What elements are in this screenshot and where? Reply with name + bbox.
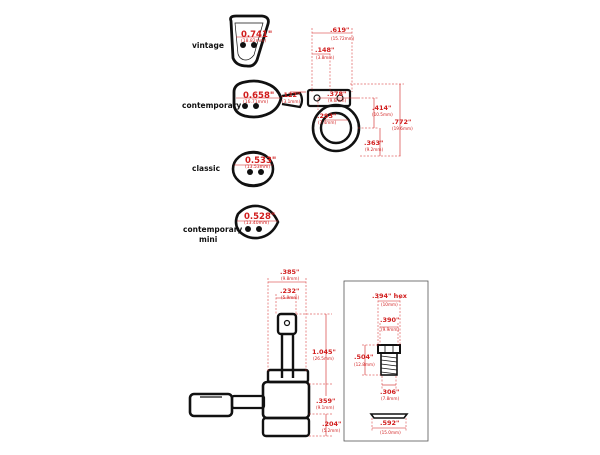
dim-1045: 1.045" — [312, 348, 336, 356]
top-view-dimension-lines — [290, 28, 404, 157]
mini-hole-right — [256, 226, 262, 232]
dim-385: .385" — [280, 268, 299, 276]
dim-293: .293" — [317, 112, 336, 120]
vintage-label: vintage — [192, 41, 224, 50]
dim-592-mm: (15.0mm) — [380, 430, 401, 435]
contemporary-hole-right — [253, 103, 259, 109]
classic-label: classic — [192, 164, 220, 173]
dim-385-mm: (9.8mm) — [281, 276, 299, 281]
contemporary-hole-left — [242, 103, 248, 109]
dim-378: .378" — [327, 90, 346, 98]
mini-hole-left — [245, 226, 251, 232]
dim-378-mm: (9.6mm) — [328, 98, 346, 103]
contemporary-mini-label-line1: contemporary — [183, 225, 242, 234]
mini-width-mm: (13.40mm) — [244, 220, 269, 226]
dim-619-mm: (15.72mm) — [331, 36, 355, 41]
contemporary-mini-button-outline — [234, 204, 280, 240]
dim-122: .122" — [281, 91, 300, 99]
classic-hole-left — [247, 169, 253, 175]
vintage-width-dim: 0.741" — [241, 30, 272, 40]
dim-359: .359" — [316, 397, 335, 405]
contemporary-mini-label-line2: mini — [199, 235, 217, 244]
dim-414: .414" — [372, 104, 391, 112]
dim-359-mm: (9.1mm) — [316, 405, 334, 410]
vintage-hole-left — [240, 42, 246, 48]
contemporary-width-dim: 0.658" — [243, 91, 274, 101]
dim-363-mm: (9.2mm) — [365, 147, 383, 152]
dim-394-mm: (10mm) — [381, 302, 398, 307]
contemporary-button-outline — [232, 79, 283, 119]
tuner-side-view — [188, 312, 311, 438]
dim-204: .204" — [322, 420, 341, 428]
classic-width-mm: (13.53mm) — [245, 164, 270, 170]
dim-293-mm: (7.4mm) — [318, 120, 336, 125]
dim-394-hex: .394" hex — [372, 292, 408, 300]
dim-148: .148" — [315, 46, 334, 54]
dim-306-mm: (7.8mm) — [381, 396, 399, 401]
dim-204-mm: (5.2mm) — [322, 428, 340, 433]
vintage-button-outline — [229, 14, 270, 68]
dim-390-mm: (9.9mm) — [381, 327, 399, 332]
vintage-hole-right — [251, 42, 257, 48]
contemporary-label: contemporary — [182, 101, 241, 110]
dim-1045-mm: (26.5mm) — [313, 356, 334, 361]
dim-363: .363" — [364, 139, 383, 147]
classic-button-outline — [231, 150, 275, 188]
dim-390: .390" — [380, 316, 399, 324]
dim-619: .619" — [330, 26, 349, 34]
dim-232: .232" — [280, 287, 299, 295]
dim-148-mm: (3.8mm) — [316, 55, 334, 60]
bushing-panel — [343, 280, 429, 442]
vintage-width-mm: (18.82mm) — [241, 38, 266, 44]
bushing-drawing — [369, 344, 409, 419]
classic-hole-right — [258, 169, 264, 175]
dim-232-mm: (5.9mm) — [281, 295, 299, 300]
dim-504-mm: (12.8mm) — [354, 362, 375, 367]
classic-width-dim: 0.533" — [245, 156, 276, 166]
side-view-dimension-lines — [267, 278, 332, 437]
dim-122-mm: (3.1mm) — [282, 99, 300, 104]
dim-414-mm: (10.5mm) — [372, 112, 393, 117]
mini-width-dim: 0.528" — [244, 212, 275, 222]
bushing-dimension-lines — [362, 297, 407, 432]
contemporary-mini-label: contemporary mini — [183, 225, 245, 244]
dim-504: .504" — [354, 353, 373, 361]
dim-592: .592" — [380, 419, 399, 427]
dim-772-mm: (19.6mm) — [392, 126, 413, 131]
dim-772: .772" — [392, 118, 411, 126]
dim-306: .306" — [380, 388, 399, 396]
contemporary-width-mm: (16.71mm) — [243, 99, 268, 105]
